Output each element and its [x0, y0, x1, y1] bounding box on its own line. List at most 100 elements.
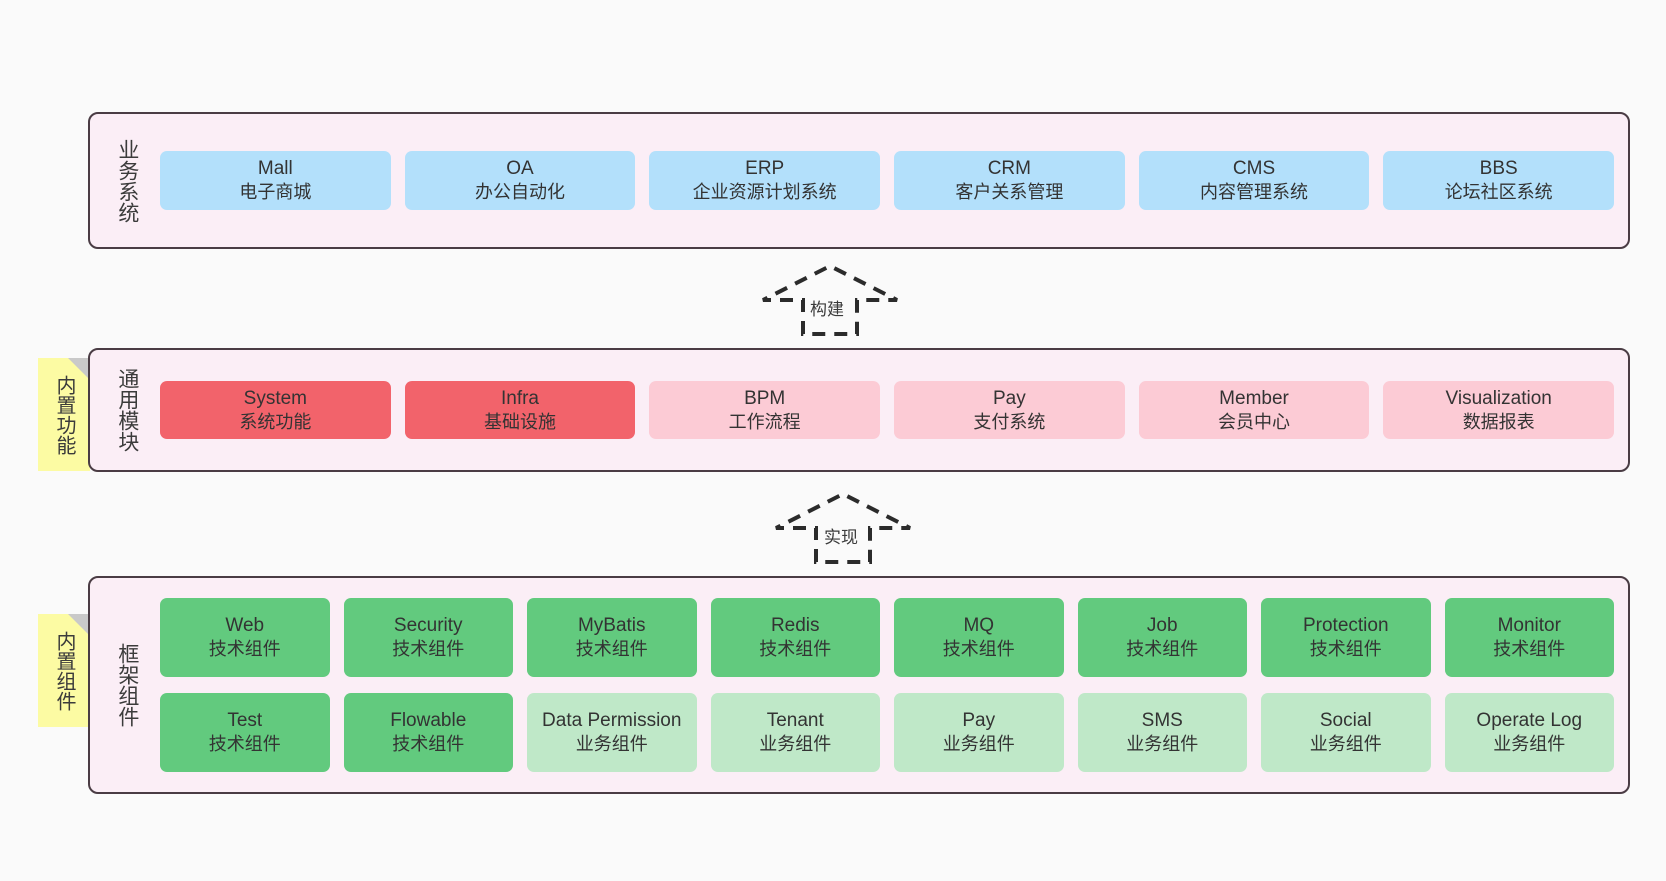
card-title: Flowable — [390, 710, 467, 732]
card-title: Infra — [500, 387, 540, 409]
card-row: Test 技术组件 Flowable 技术组件 Data Permission … — [160, 693, 1614, 772]
card-bpm[interactable]: BPM 工作流程 — [649, 380, 881, 440]
card-visualization[interactable]: Visualization 数据报表 — [1383, 380, 1615, 440]
card-title: System — [243, 387, 308, 409]
card-subtitle: 客户关系管理 — [955, 182, 1064, 203]
layer-body-common-module: System 系统功能 Infra 基础设施 BPM 工作流程 Pay 支付系统… — [156, 350, 1628, 470]
note-fold-corner-icon — [68, 614, 90, 636]
card-row: System 系统功能 Infra 基础设施 BPM 工作流程 Pay 支付系统… — [160, 380, 1615, 440]
card-social[interactable]: Social 业务组件 — [1261, 693, 1431, 772]
card-flowable[interactable]: Flowable 技术组件 — [343, 693, 513, 772]
card-title: Pay — [962, 710, 996, 732]
card-member[interactable]: Member 会员中心 — [1138, 380, 1370, 440]
card-web[interactable]: Web 技术组件 — [160, 598, 330, 677]
card-subtitle: 业务组件 — [759, 734, 832, 755]
card-subtitle: 办公自动化 — [475, 182, 565, 203]
card-subtitle: 工作流程 — [728, 411, 801, 432]
note-builtin-component: 内置组件 — [38, 614, 90, 727]
card-operate-log[interactable]: Operate Log 业务组件 — [1444, 693, 1614, 772]
card-erp[interactable]: ERP 企业资源计划系统 — [649, 151, 881, 210]
layer-label-framework-component: 框架组件 — [115, 643, 139, 727]
card-title: Test — [227, 710, 263, 732]
card-subtitle: 技术组件 — [759, 639, 832, 660]
layer-framework-component: 框架组件 Web 技术组件 Security 技术组件 MyBatis 技术组件… — [88, 576, 1630, 794]
card-title: Tenant — [766, 710, 824, 732]
card-title: Security — [393, 615, 463, 637]
card-row: Mall 电子商城 OA 办公自动化 ERP 企业资源计划系统 CRM 客户关系… — [160, 151, 1615, 210]
card-subtitle: 业务组件 — [1493, 734, 1566, 755]
card-tenant[interactable]: Tenant 业务组件 — [710, 693, 880, 772]
card-oa[interactable]: OA 办公自动化 — [404, 151, 636, 210]
card-row: Web 技术组件 Security 技术组件 MyBatis 技术组件 Redi… — [160, 598, 1614, 677]
card-subtitle: 业务组件 — [575, 734, 648, 755]
card-bbs[interactable]: BBS 论坛社区系统 — [1383, 151, 1615, 210]
card-data-permission[interactable]: Data Permission 业务组件 — [527, 693, 697, 772]
card-pay-biz[interactable]: Pay 业务组件 — [894, 693, 1064, 772]
card-subtitle: 技术组件 — [208, 734, 281, 755]
card-subtitle: 业务组件 — [1126, 734, 1199, 755]
card-title: Pay — [992, 387, 1026, 409]
card-title: Monitor — [1497, 615, 1561, 637]
card-sms[interactable]: SMS 业务组件 — [1077, 693, 1247, 772]
card-subtitle: 电子商城 — [239, 182, 312, 203]
card-protection[interactable]: Protection 技术组件 — [1261, 598, 1431, 677]
card-title: Protection — [1302, 615, 1389, 637]
card-test[interactable]: Test 技术组件 — [160, 693, 330, 772]
card-cms[interactable]: CMS 内容管理系统 — [1138, 151, 1370, 210]
connector-implement-label: 实现 — [824, 528, 858, 547]
card-crm[interactable]: CRM 客户关系管理 — [894, 151, 1125, 210]
connector-implement-arrow — [768, 490, 918, 570]
card-title: SMS — [1141, 710, 1183, 732]
layer-body-business-system: Mall 电子商城 OA 办公自动化 ERP 企业资源计划系统 CRM 客户关系… — [156, 114, 1628, 247]
card-security[interactable]: Security 技术组件 — [343, 598, 513, 677]
layer-body-framework-component: Web 技术组件 Security 技术组件 MyBatis 技术组件 Redi… — [156, 578, 1628, 792]
card-title: MyBatis — [577, 615, 646, 637]
card-title: OA — [506, 158, 534, 180]
card-title: CMS — [1232, 158, 1276, 180]
card-subtitle: 技术组件 — [1309, 639, 1382, 660]
card-subtitle: 论坛社区系统 — [1444, 182, 1553, 203]
card-pay[interactable]: Pay 支付系统 — [894, 380, 1125, 440]
card-title: Web — [225, 615, 265, 637]
note-fold-corner-icon — [68, 358, 90, 380]
card-subtitle: 技术组件 — [942, 639, 1015, 660]
card-title: Job — [1146, 615, 1178, 637]
card-monitor[interactable]: Monitor 技术组件 — [1444, 598, 1614, 677]
card-title: Social — [1319, 710, 1372, 732]
card-subtitle: 技术组件 — [392, 639, 465, 660]
card-redis[interactable]: Redis 技术组件 — [710, 598, 880, 677]
card-system[interactable]: System 系统功能 — [160, 380, 391, 440]
connector-build-label: 构建 — [810, 300, 844, 319]
card-subtitle: 基础设施 — [484, 411, 556, 432]
card-infra[interactable]: Infra 基础设施 — [404, 380, 636, 440]
card-subtitle: 技术组件 — [208, 639, 281, 660]
card-subtitle: 企业资源计划系统 — [692, 182, 837, 203]
card-title: MQ — [963, 615, 995, 637]
card-title: Mall — [257, 158, 293, 180]
card-title: Operate Log — [1476, 710, 1583, 732]
card-mall[interactable]: Mall 电子商城 — [160, 151, 391, 210]
card-title: BPM — [744, 387, 786, 409]
card-title: BBS — [1479, 158, 1518, 180]
card-subtitle: 业务组件 — [1309, 734, 1382, 755]
card-mq[interactable]: MQ 技术组件 — [894, 598, 1064, 677]
card-subtitle: 业务组件 — [942, 734, 1015, 755]
card-subtitle: 技术组件 — [575, 639, 648, 660]
layer-common-module: 通用模块 System 系统功能 Infra 基础设施 BPM 工作流程 Pay… — [88, 348, 1630, 472]
card-job[interactable]: Job 技术组件 — [1077, 598, 1247, 677]
card-subtitle: 系统功能 — [239, 411, 312, 432]
layer-label-business-system: 业务系统 — [115, 138, 139, 223]
connector-build-arrow — [755, 262, 905, 342]
card-subtitle: 数据报表 — [1462, 411, 1535, 432]
card-subtitle: 支付系统 — [973, 411, 1046, 432]
card-title: Redis — [770, 615, 820, 637]
card-mybatis[interactable]: MyBatis 技术组件 — [527, 598, 697, 677]
layer-label-common-module: 通用模块 — [115, 368, 139, 452]
note-label: 内置组件 — [53, 630, 75, 711]
card-title: Member — [1219, 387, 1289, 409]
card-title: Visualization — [1445, 387, 1552, 409]
layer-business-system: 业务系统 Mall 电子商城 OA 办公自动化 ERP 企业资源计划系统 CRM… — [88, 112, 1630, 249]
card-title: CRM — [987, 158, 1031, 180]
card-subtitle: 技术组件 — [1126, 639, 1199, 660]
